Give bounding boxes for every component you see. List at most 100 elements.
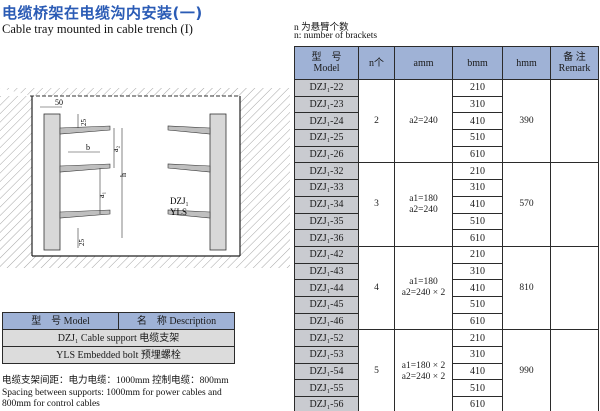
h-cell: 990 — [502, 329, 551, 411]
a-value-line1: a1=180 — [409, 193, 438, 204]
a-value-line1: a1=180 — [409, 277, 438, 288]
dim-h: h — [119, 173, 128, 177]
note-en: n: number of brackets — [294, 31, 378, 41]
table-row: DZJ₁-24 410 — [294, 112, 599, 131]
right-bracket-mid — [167, 163, 211, 173]
model-cell: DZJ₁-44 — [294, 279, 359, 297]
legend-row-dzj: DZJ₁ Cable support 电缆支架 — [2, 329, 235, 347]
b-cell: 610 — [452, 145, 503, 164]
left-bracket-low — [59, 209, 111, 219]
b-cell: 410 — [452, 195, 503, 214]
model-cell: DZJ₁-25 — [294, 129, 359, 147]
dim-a2: a₂ — [111, 145, 120, 152]
a-value-line2: a2=240 — [409, 204, 438, 215]
model-cell: DZJ₁-36 — [294, 229, 359, 247]
page-title-cn: 电缆桥架在电缆沟内安装(一) — [2, 4, 203, 22]
a-value-line2: a2=240 × 2 — [401, 288, 446, 299]
b-cell: 310 — [452, 179, 503, 197]
model-cell: DZJ₁-43 — [294, 262, 359, 281]
model-cell: DZJ₁-24 — [294, 112, 359, 131]
dim-b: b — [86, 143, 90, 152]
left-bracket-top — [59, 125, 111, 135]
model-cell: DZJ₁-32 — [294, 162, 359, 181]
label-yls: YLS — [170, 207, 187, 217]
model-cell: DZJ₁-42 — [294, 245, 359, 264]
b-cell: 410 — [452, 112, 503, 131]
b-cell: 210 — [452, 79, 503, 97]
model-cell: DZJ₁-34 — [294, 195, 359, 214]
remark-cell — [550, 162, 599, 247]
b-cell: 210 — [452, 162, 503, 181]
dim-a1: a₁ — [97, 191, 106, 198]
legend-table: 型 号 Model 名 称 Description DZJ₁ Cable sup… — [2, 312, 235, 364]
legend-row: DZJ₁ Cable support 电缆支架 — [2, 329, 235, 347]
model-cell: DZJ₁-46 — [294, 312, 359, 331]
b-cell: 610 — [452, 229, 503, 247]
b-cell: 210 — [452, 329, 503, 347]
model-cell: DZJ₁-23 — [294, 95, 359, 114]
table-row: DZJ₁-43 310 — [294, 262, 599, 281]
b-cell: 610 — [452, 312, 503, 331]
dim-25-bottom: 25 — [78, 239, 86, 247]
model-cell: DZJ₁-45 — [294, 295, 359, 314]
model-cell: DZJ₁-55 — [294, 379, 359, 398]
table-row: DZJ₁-34 410 — [294, 195, 599, 214]
right-support-post — [209, 113, 227, 251]
n-cell: 3 — [358, 162, 395, 247]
legend-row: YLS Embedded bolt 预埋螺栓 — [2, 346, 235, 364]
a-value-line2: a2=240 × 2 — [401, 371, 446, 382]
a-value-line1: a2=240 — [409, 115, 438, 126]
label-dzj: DZJ₁ — [170, 196, 189, 206]
trench-diagram: 50 25 a₂ b h a₁ 25 DZJ₁ YLS — [0, 88, 290, 268]
col-header-a: amm — [394, 46, 453, 80]
model-cell: DZJ₁-22 — [294, 79, 359, 97]
note-cn: n 为悬臂个数 — [294, 23, 349, 33]
table-row: DZJ₁-54 410 — [294, 362, 599, 381]
a-value-line1: a1=180 × 2 — [401, 360, 446, 371]
b-cell: 510 — [452, 129, 503, 147]
b-cell: 410 — [452, 362, 503, 381]
h-cell: 390 — [502, 78, 551, 164]
legend-head-name: 名 称 Description — [118, 312, 235, 330]
b-cell: 310 — [452, 262, 503, 281]
dim-25-top: 25 — [80, 119, 88, 127]
wall-hatching — [0, 88, 290, 268]
table-row: DZJ₁-36 610 — [294, 229, 599, 247]
left-bracket-mid — [59, 163, 111, 173]
col-header-b: bmm — [452, 46, 503, 80]
model-cell: DZJ₁-35 — [294, 212, 359, 231]
b-cell: 510 — [452, 379, 503, 398]
table-row: DZJ₁-25 510 — [294, 129, 599, 147]
legend-header-row: 型 号 Model 名 称 Description — [2, 312, 235, 330]
legend-row-yls: YLS Embedded bolt 预埋螺栓 — [2, 346, 235, 364]
footer-spacing-cn: 电缆支架间距：电力电缆：1000mm 控制电缆：800mm — [2, 376, 229, 386]
a-cell: a2=240 — [394, 78, 453, 164]
n-cell: 2 — [358, 78, 395, 164]
col-header-h: hmm — [502, 46, 551, 80]
b-cell: 210 — [452, 245, 503, 264]
model-cell: DZJ₁-54 — [294, 362, 359, 381]
model-cell: DZJ₁-56 — [294, 396, 359, 411]
table-row: DZJ₁-56 610 — [294, 396, 599, 411]
n-cell: 5 — [358, 329, 395, 411]
b-cell: 310 — [452, 95, 503, 114]
n-cell: 4 — [358, 245, 395, 331]
model-cell: DZJ₁-53 — [294, 346, 359, 364]
b-cell: 510 — [452, 295, 503, 314]
b-cell: 610 — [452, 396, 503, 411]
h-cell: 570 — [502, 162, 551, 247]
